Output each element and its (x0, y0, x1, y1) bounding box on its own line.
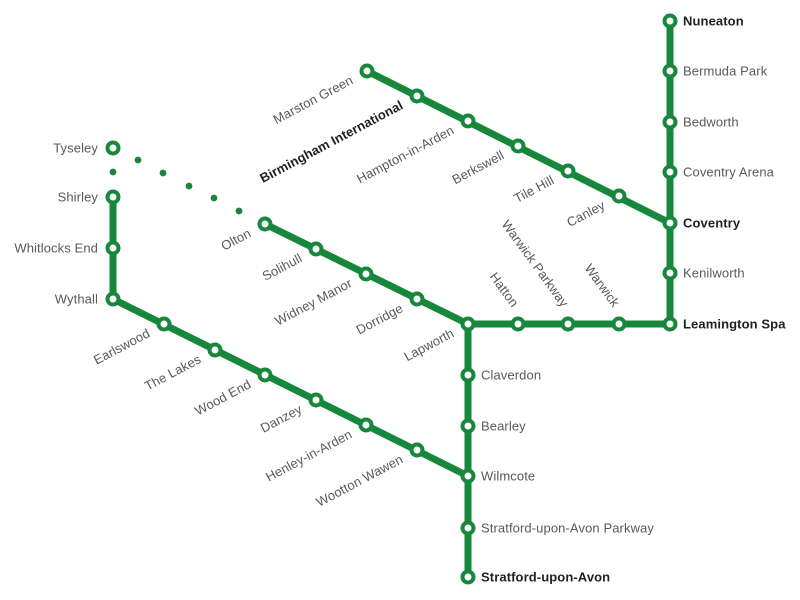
tyseley-shirley-dot (109, 168, 117, 176)
station-label-canley: Canley (564, 197, 608, 230)
station-marker-coventry-arena (662, 164, 678, 180)
station-label-nuneaton: Nuneaton (683, 14, 744, 29)
station-marker-warwick (611, 316, 627, 332)
station-label-bedworth: Bedworth (683, 115, 739, 130)
station-label-olton: Olton (218, 225, 253, 253)
station-marker-hatton (510, 316, 526, 332)
tyseley-olton-dot-4 (210, 194, 218, 202)
station-label-wythall: Wythall (55, 292, 98, 307)
station-marker-shirley (105, 189, 121, 205)
station-label-claverdon: Claverdon (481, 368, 541, 383)
station-marker-hampton-in-arden (460, 113, 476, 129)
station-marker-wootton-wawen (409, 442, 425, 458)
station-marker-whitlocks-end (105, 240, 121, 256)
station-label-warwick: Warwick (582, 261, 623, 310)
station-marker-lapworth (460, 316, 476, 332)
station-marker-tile-hill (560, 163, 576, 179)
station-label-wootton-wawen: Wootton Wawen (314, 451, 406, 509)
station-marker-bermuda-park (662, 63, 678, 79)
station-label-the-lakes: The Lakes (142, 351, 204, 393)
station-marker-tyseley (105, 140, 121, 156)
station-marker-danzey (308, 392, 324, 408)
station-label-dorridge: Dorridge (354, 300, 406, 337)
station-marker-stratford-upon-avon-parkway (460, 520, 476, 536)
station-marker-bearley (460, 418, 476, 434)
station-marker-coventry (662, 215, 678, 231)
station-marker-the-lakes (207, 342, 223, 358)
station-marker-earlswood (156, 316, 172, 332)
station-marker-warwick-parkway (560, 316, 576, 332)
station-label-hampton-in-arden: Hampton-in-Arden (354, 122, 456, 186)
station-label-lapworth: Lapworth (401, 325, 456, 364)
station-marker-kenilworth (662, 265, 678, 281)
station-marker-wood-end (257, 367, 273, 383)
station-marker-wythall (105, 291, 121, 307)
station-marker-bedworth (662, 114, 678, 130)
station-label-wood-end: Wood End (192, 376, 253, 418)
station-label-leamington-spa: Leamington Spa (683, 317, 786, 332)
station-label-whitlocks-end: Whitlocks End (14, 241, 98, 256)
tyseley-olton-dot-1 (134, 156, 142, 164)
station-label-henley-in-arden: Henley-in-Arden (263, 426, 354, 484)
station-label-berkswell: Berkswell (449, 147, 506, 187)
station-marker-solihull (308, 241, 324, 257)
station-label-coventry: Coventry (683, 216, 741, 231)
station-marker-claverdon (460, 367, 476, 383)
station-marker-dorridge (409, 291, 425, 307)
tyseley-olton-dot-5 (235, 207, 243, 215)
station-label-bermuda-park: Bermuda Park (683, 64, 768, 79)
station-marker-leamington-spa (662, 316, 678, 332)
station-label-solihull: Solihull (260, 250, 305, 283)
station-label-kenilworth: Kenilworth (683, 266, 745, 281)
station-label-danzey: Danzey (258, 401, 305, 435)
station-label-hatton: Hatton (487, 269, 522, 309)
station-marker-birmingham-international (409, 88, 425, 104)
station-label-tile-hill: Tile Hill (511, 172, 556, 205)
station-label-tyseley: Tyseley (53, 141, 98, 156)
station-marker-wilmcote (460, 468, 476, 484)
station-marker-canley (611, 188, 627, 204)
station-label-widney-manor: Widney Manor (272, 275, 355, 328)
station-label-bearley: Bearley (481, 419, 526, 434)
station-marker-marston-green (359, 63, 375, 79)
station-label-earlswood: Earlswood (91, 325, 152, 367)
station-label-marston-green: Marston Green (271, 72, 356, 127)
station-label-stratford-upon-avon-parkway: Stratford-upon-Avon Parkway (481, 521, 654, 536)
station-marker-berkswell (510, 138, 526, 154)
station-marker-olton (257, 216, 273, 232)
station-label-coventry-arena: Coventry Arena (683, 165, 775, 180)
station-marker-widney-manor (358, 266, 374, 282)
tyseley-olton-dot-2 (159, 169, 167, 177)
station-label-shirley: Shirley (58, 190, 99, 205)
station-label-wilmcote: Wilmcote (481, 469, 535, 484)
station-label-stratford-upon-avon: Stratford-upon-Avon (481, 570, 610, 585)
station-marker-nuneaton (662, 13, 678, 29)
station-marker-stratford-upon-avon (460, 569, 476, 585)
tyseley-olton-dot-3 (185, 182, 193, 190)
station-marker-henley-in-arden (358, 417, 374, 433)
